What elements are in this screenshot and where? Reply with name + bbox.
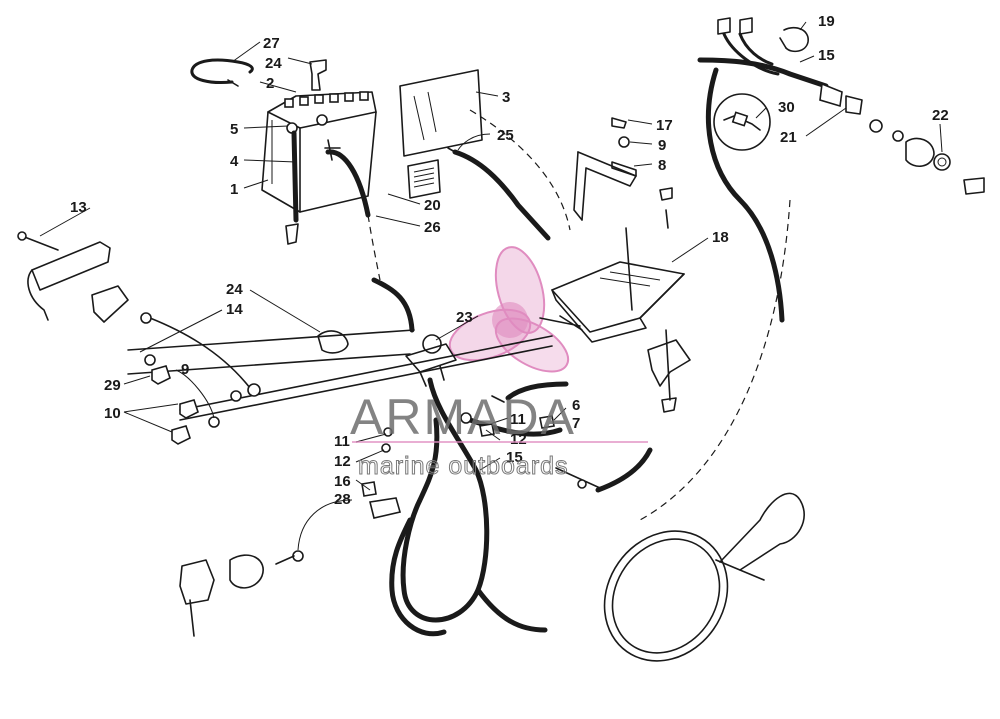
callout-24-top: 24 — [265, 55, 282, 72]
terminal-cap — [309, 59, 327, 91]
callout-14: 14 — [226, 301, 243, 318]
callout-10: 10 — [104, 405, 121, 422]
battery-cover — [399, 69, 483, 157]
battery — [261, 91, 377, 245]
callout-1: 1 — [230, 181, 238, 198]
callout-7: 7 — [572, 415, 580, 432]
indicator-light — [845, 95, 985, 195]
wing-nut — [611, 117, 630, 148]
fuse-holder-detail — [713, 93, 771, 151]
callout-6: 6 — [572, 397, 580, 414]
callout-23: 23 — [456, 309, 473, 326]
hardware-center — [381, 412, 587, 489]
cross-rail — [127, 312, 553, 421]
callout-9-left: 9 — [181, 361, 189, 378]
callout-9-right: 9 — [658, 137, 666, 154]
callout-4: 4 — [230, 153, 239, 170]
leader-lines — [39, 21, 943, 551]
callout-13: 13 — [70, 199, 87, 216]
callout-29: 29 — [104, 377, 121, 394]
terminal-boot — [317, 330, 349, 354]
dashed-route — [639, 199, 791, 521]
callout-30: 30 — [778, 99, 795, 116]
callout-20: 20 — [424, 197, 441, 214]
callout-12-right: 12 — [510, 431, 527, 448]
callout-11-left: 11 — [334, 433, 350, 450]
callout-28: 28 — [334, 491, 351, 508]
callout-15-top: 15 — [818, 47, 835, 64]
battery-cable-25 — [452, 149, 551, 241]
warning-label — [407, 159, 441, 199]
cable-short — [491, 381, 569, 403]
upper-harness — [697, 17, 843, 323]
ground-cable — [595, 447, 653, 493]
tray-mount — [647, 187, 691, 413]
callout-22: 22 — [932, 107, 949, 124]
callout-2: 2 — [266, 75, 274, 92]
cable-clamp — [779, 26, 809, 53]
callout-19: 19 — [818, 13, 835, 30]
battery-tray-18 — [551, 261, 685, 343]
callout-26: 26 — [424, 219, 441, 236]
wire-harness-15 — [400, 377, 490, 623]
propeller-logo-icon — [448, 246, 570, 373]
stud — [625, 227, 633, 311]
callout-24-mid: 24 — [226, 281, 243, 298]
hardware-left — [144, 354, 242, 445]
ignition-switch — [179, 550, 304, 637]
callout-21: 21 — [780, 129, 797, 146]
battery-cable-24 — [371, 277, 415, 333]
callout-5: 5 — [230, 121, 238, 138]
callout-3: 3 — [502, 89, 510, 106]
callout-8: 8 — [658, 157, 666, 174]
callout-15-bottom: 15 — [506, 449, 523, 466]
bracket-8 — [573, 151, 637, 221]
callout-12-left: 12 — [334, 453, 351, 470]
callout-numbers: 27 24 2 3 5 4 1 25 17 9 8 20 26 13 18 24… — [70, 13, 949, 508]
strap-ring — [190, 58, 254, 87]
callout-18: 18 — [712, 229, 729, 246]
watermark-tagline: marine outboards — [358, 452, 569, 480]
mounting-bracket-left — [17, 231, 129, 323]
battery-cable-26 — [325, 149, 371, 218]
callout-25: 25 — [497, 127, 514, 144]
callout-11-right: 11 — [510, 411, 526, 428]
steering-ring — [603, 492, 805, 662]
watermark: ARMADA marine outboards — [350, 389, 648, 481]
connector-plug — [361, 481, 402, 519]
callout-16: 16 — [334, 473, 351, 490]
callout-17: 17 — [656, 117, 673, 134]
callout-27: 27 — [263, 35, 280, 52]
watermark-brand: ARMADA — [350, 389, 576, 445]
